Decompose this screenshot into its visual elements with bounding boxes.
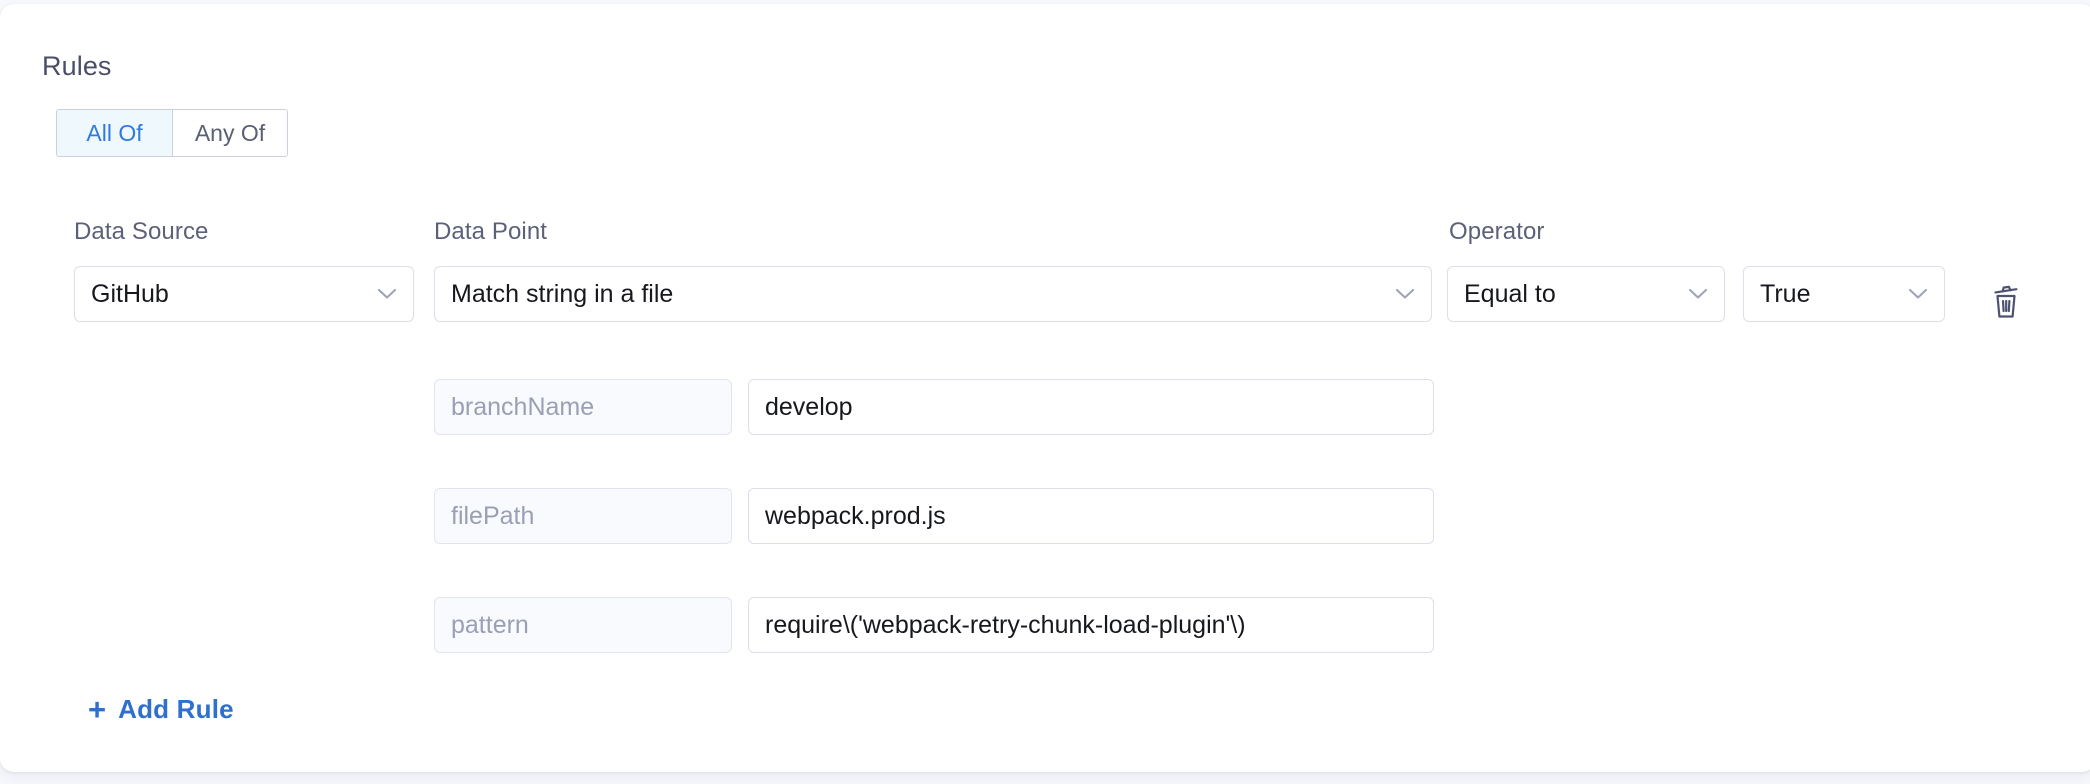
match-type-toggle[interactable]: All Of Any Of — [56, 109, 288, 157]
data-point-value: Match string in a file — [451, 279, 674, 308]
parameter-value-input[interactable]: require\('webpack-retry-chunk-load-plugi… — [748, 597, 1434, 653]
add-rule-label: Add Rule — [118, 694, 234, 724]
toggle-all-of[interactable]: All Of — [57, 110, 172, 156]
plus-icon: + — [88, 692, 107, 727]
parameter-value-input[interactable]: webpack.prod.js — [748, 488, 1434, 544]
data-source-label: Data Source — [74, 218, 209, 245]
operator-boolean-value: True — [1760, 279, 1811, 308]
data-source-select[interactable]: GitHub — [74, 266, 414, 322]
operator-select[interactable]: Equal to — [1447, 266, 1725, 322]
toggle-any-of[interactable]: Any Of — [172, 110, 287, 156]
delete-rule-button[interactable] — [1980, 279, 2032, 327]
operator-label: Operator — [1449, 218, 1545, 245]
parameter-key-field: pattern — [434, 597, 732, 653]
trash-icon — [1989, 283, 2023, 324]
operator-boolean-select[interactable]: True — [1743, 266, 1945, 322]
chevron-down-icon — [1395, 288, 1415, 300]
rules-card: Rules All Of Any Of Data Source Data Poi… — [0, 4, 2090, 772]
page-title: Rules — [42, 51, 112, 81]
chevron-down-icon — [1688, 288, 1708, 300]
parameter-value-input[interactable]: develop — [748, 379, 1434, 435]
data-source-value: GitHub — [91, 279, 169, 308]
data-point-select[interactable]: Match string in a file — [434, 266, 1432, 322]
operator-value: Equal to — [1464, 279, 1556, 308]
parameter-key-field: filePath — [434, 488, 732, 544]
parameter-key-field: branchName — [434, 379, 732, 435]
chevron-down-icon — [1908, 288, 1928, 300]
chevron-down-icon — [377, 288, 397, 300]
add-rule-button[interactable]: + Add Rule — [88, 694, 234, 725]
data-point-label: Data Point — [434, 218, 548, 245]
